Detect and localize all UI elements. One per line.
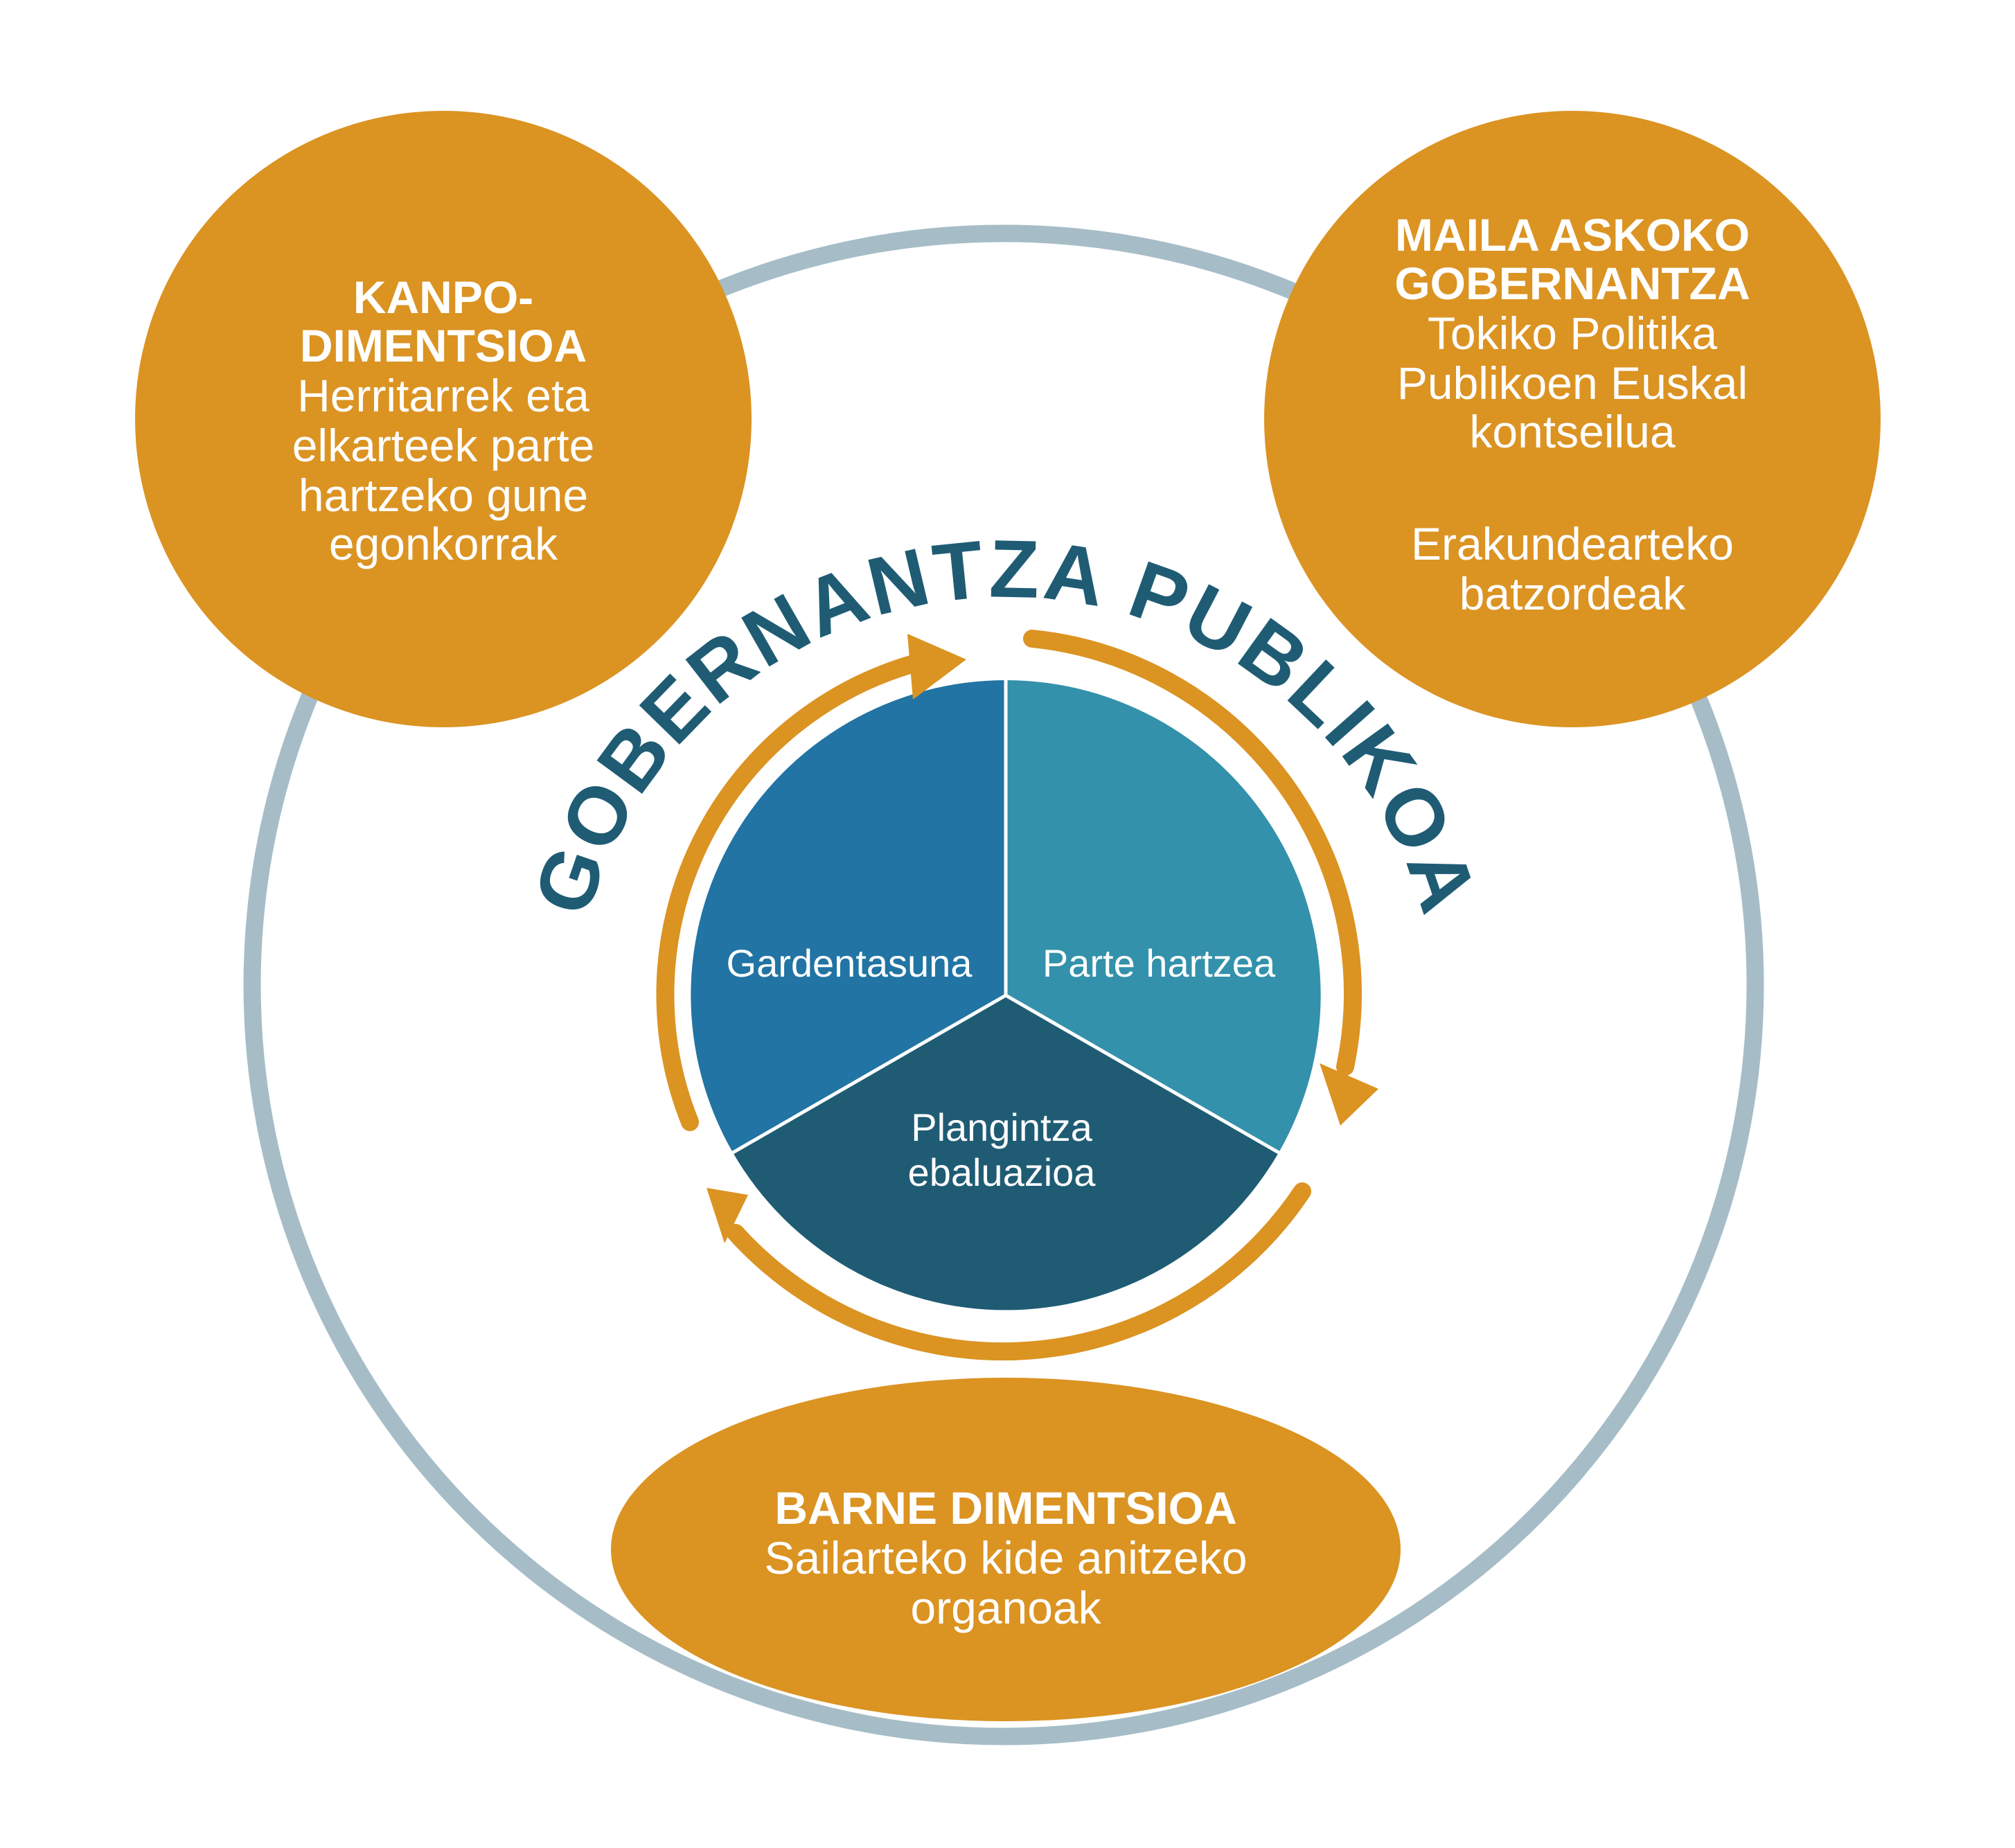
left-body-3: hartzeko gune: [299, 470, 588, 521]
pie-label-ebaluazioa: ebaluazioa: [908, 1150, 1097, 1194]
pie: Gardentasuna Parte hartzea Plangintza eb…: [691, 680, 1321, 1311]
bottom-ellipse-internal-dimension: BARNE DIMENTSIOA Sailarteko kide anitzek…: [611, 1378, 1401, 1721]
pie-label-plangintza: Plangintza: [911, 1105, 1092, 1149]
pie-segment-gardentasuna: [691, 680, 1006, 1153]
pie-label-gardentasuna: Gardentasuna: [727, 941, 973, 985]
right-body-1: Tokiko Politika: [1428, 308, 1717, 359]
left-heading-2: DIMENTSIOA: [300, 320, 587, 371]
left-circle-external-dimension: KANPO- DIMENTSIOA Herritarrek eta elkart…: [135, 111, 752, 727]
right-body-5: Erakundearteko: [1411, 518, 1734, 569]
pie-divider: [731, 993, 1007, 1155]
arrowhead-left-icon: [907, 634, 966, 700]
right-body-6: batzordeak: [1459, 568, 1687, 619]
left-body-4: egonkorrak: [329, 518, 558, 569]
left-body-1: Herritarrek eta: [297, 370, 589, 421]
left-circle-shape: [135, 111, 752, 727]
right-heading-2: GOBERNANTZA: [1394, 258, 1750, 309]
cycle-arrow-right: [1023, 630, 1362, 1076]
left-body-2: elkarteek parte: [292, 420, 595, 471]
right-body-3: kontseilua: [1469, 406, 1675, 457]
right-heading-1: MAILA ASKOKO: [1395, 209, 1750, 260]
arrowhead-bottom-icon: [707, 1188, 748, 1243]
pie-segment-parte-hartzea: [1006, 680, 1321, 1153]
cycle-arrow-left: [656, 652, 930, 1131]
bottom-body-1: Sailarteko kide anitzeko: [764, 1532, 1247, 1583]
cycle-arrows: [656, 630, 1378, 1361]
outer-ring: [243, 224, 1764, 1745]
cycle-arrow-bottom: [727, 1182, 1311, 1361]
bottom-body-2: organoak: [910, 1582, 1101, 1633]
bottom-ellipse-shape: [611, 1378, 1401, 1721]
left-heading-1: KANPO-: [353, 272, 533, 323]
right-circle-shape: [1264, 111, 1881, 727]
bottom-heading: BARNE DIMENTSIOA: [774, 1482, 1236, 1534]
pie-label-parte-hartzea: Parte hartzea: [1042, 941, 1276, 985]
right-circle-multilevel-governance: MAILA ASKOKO GOBERNANTZA Tokiko Politika…: [1264, 111, 1881, 727]
pie-divider: [1004, 993, 1280, 1155]
arrowhead-right-icon: [1320, 1063, 1378, 1126]
right-body-2: Publikoen Euskal: [1397, 357, 1748, 409]
